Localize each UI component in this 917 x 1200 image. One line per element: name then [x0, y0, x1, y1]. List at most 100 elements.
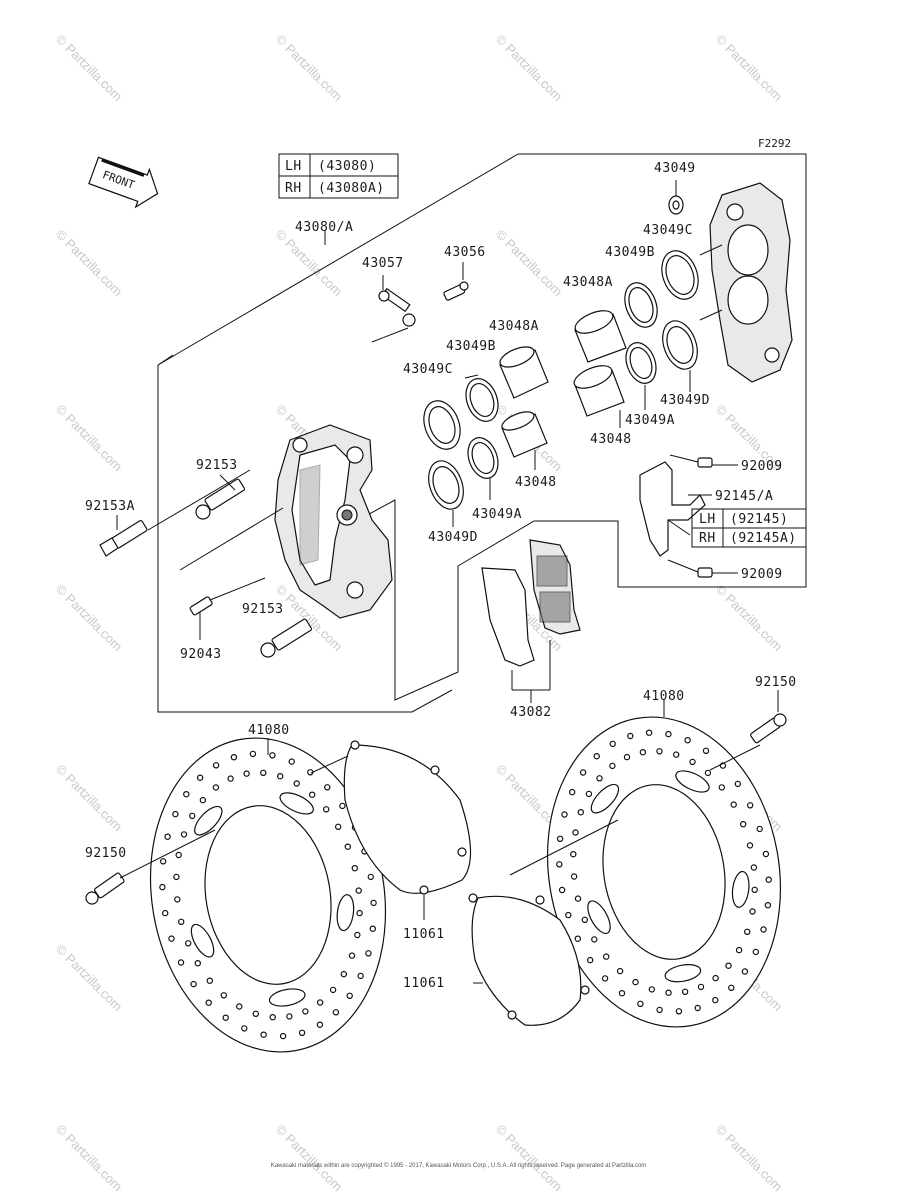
disc-vent-hole: [556, 861, 563, 868]
watermark-text: © Partzilla.com: [273, 227, 346, 300]
label-92145A: 92145/A: [715, 489, 773, 504]
watermark-text: © Partzilla.com: [53, 582, 126, 655]
disc-vent-hole: [718, 784, 726, 791]
brake-disc-right: [546, 700, 782, 1028]
label-41080-left: 41080: [248, 723, 290, 738]
seal-43049B-right: [624, 282, 658, 328]
label-92150-right: 92150: [755, 675, 797, 690]
label-43049C-mid: 43049C: [403, 362, 453, 377]
disc-vent-hole: [260, 1031, 267, 1038]
disc-vent-hole: [279, 1032, 287, 1040]
label-92009-a: 92009: [741, 459, 783, 474]
disc-vent-hole: [323, 806, 330, 813]
disc-vent-hole: [632, 978, 639, 986]
label-41080-right: 41080: [643, 689, 685, 704]
gasket-11061-lower: [468, 893, 590, 1026]
disc-vent-hole: [348, 952, 356, 959]
disc-vent-hole: [177, 959, 185, 966]
disc-vent-hole: [355, 887, 362, 894]
disc-vent-hole: [252, 1010, 259, 1018]
label-43049A-top: 43049A: [625, 413, 675, 428]
watermark-text: © Partzilla.com: [493, 32, 566, 105]
bracket-side-table: LH (92145) RH (92145A): [691, 508, 807, 548]
disc-vent-hole: [369, 925, 376, 932]
caliper-table-rh: RH: [285, 181, 302, 196]
disc-vent-hole: [206, 977, 213, 984]
disc-vent-hole: [577, 809, 585, 816]
disc-vent-hole: [746, 842, 754, 849]
disc-vent-hole: [199, 796, 207, 804]
disc-vent-hole: [370, 899, 377, 907]
label-92150-left: 92150: [85, 846, 127, 861]
disc-vent-hole: [627, 732, 634, 740]
disc-vent-hole: [656, 1006, 663, 1014]
label-92153-top: 92153: [196, 458, 238, 473]
disc-vent-hole: [332, 1009, 340, 1016]
disc-vent-hole: [365, 950, 372, 957]
disc-vent-hole: [324, 784, 331, 791]
disc-carrier-slot: [590, 783, 620, 814]
watermark-text: © Partzilla.com: [273, 32, 346, 105]
disc-vent-hole: [637, 1000, 644, 1008]
disc-vent-hole: [269, 1014, 276, 1021]
part-number-labels: 43080/A 43057 43056 43049 43049C 43049B …: [85, 161, 797, 991]
screw-92009-lower: [667, 559, 738, 578]
disc-left-slots: [190, 792, 355, 1007]
disc-vent-hole: [760, 926, 767, 933]
watermark-text: © Partzilla.com: [53, 402, 126, 475]
disc-vent-hole: [712, 996, 719, 1004]
disc-vent-hole: [596, 775, 603, 782]
disc-vent-hole: [694, 1004, 701, 1012]
caliper-body-right: [699, 182, 793, 383]
disc-vent-hole: [591, 936, 598, 943]
assembly-boundary: [157, 153, 807, 713]
disc-vent-hole: [227, 775, 234, 782]
disc-vent-hole: [585, 790, 593, 798]
disc-vent-hole: [570, 873, 578, 880]
watermark-text: © Partzilla.com: [53, 762, 126, 835]
disc-left-holes: [159, 750, 377, 1040]
disc-vent-hole: [561, 811, 568, 818]
disc-vent-hole: [684, 737, 691, 744]
label-11061-b: 11061: [403, 976, 445, 991]
label-43049C-top: 43049C: [643, 223, 693, 238]
bolt-92153A: [99, 515, 148, 557]
disc-vent-hole: [230, 754, 238, 761]
disc-vent-hole: [339, 802, 346, 810]
label-92009-b: 92009: [741, 567, 783, 582]
bracket-table-lh: LH: [699, 512, 716, 527]
disc-carrier-slot: [190, 923, 215, 958]
disc-vent-hole: [618, 990, 626, 997]
disc-vent-hole: [346, 992, 353, 1000]
disc-vent-hole: [190, 980, 197, 988]
watermark-text: © Partzilla.com: [713, 582, 786, 655]
disc-vent-hole: [639, 749, 647, 756]
banjo-fitting-43057: [371, 275, 416, 343]
disc-vent-hole: [603, 953, 610, 960]
bracket-table-rh-part: (92145A): [730, 531, 797, 546]
piston-43048A-left: [499, 346, 549, 399]
disc-carrier-slot: [194, 805, 223, 836]
disc-vent-hole: [159, 858, 167, 865]
disc-vent-hole: [260, 769, 267, 777]
disc-vent-hole: [565, 911, 572, 919]
disc-right-slots: [587, 770, 750, 983]
disc-vent-hole: [741, 968, 749, 975]
disc-vent-hole: [587, 956, 594, 964]
disc-vent-hole: [570, 851, 577, 858]
label-43080A: 43080/A: [295, 220, 353, 235]
mount-bracket-92145: [639, 461, 706, 557]
disc-vent-hole: [344, 843, 351, 850]
screw-92009-upper: [669, 454, 738, 468]
disc-vent-hole: [734, 780, 742, 788]
disc-vent-hole: [184, 940, 192, 947]
disc-vent-hole: [750, 864, 758, 871]
washer-43049: [668, 195, 684, 215]
piston-43048-left: [501, 411, 548, 458]
disc-vent-hole: [569, 788, 576, 796]
disc-vent-hole: [751, 886, 758, 894]
disc-vent-hole: [316, 1021, 324, 1028]
disc-vent-hole: [697, 983, 705, 991]
